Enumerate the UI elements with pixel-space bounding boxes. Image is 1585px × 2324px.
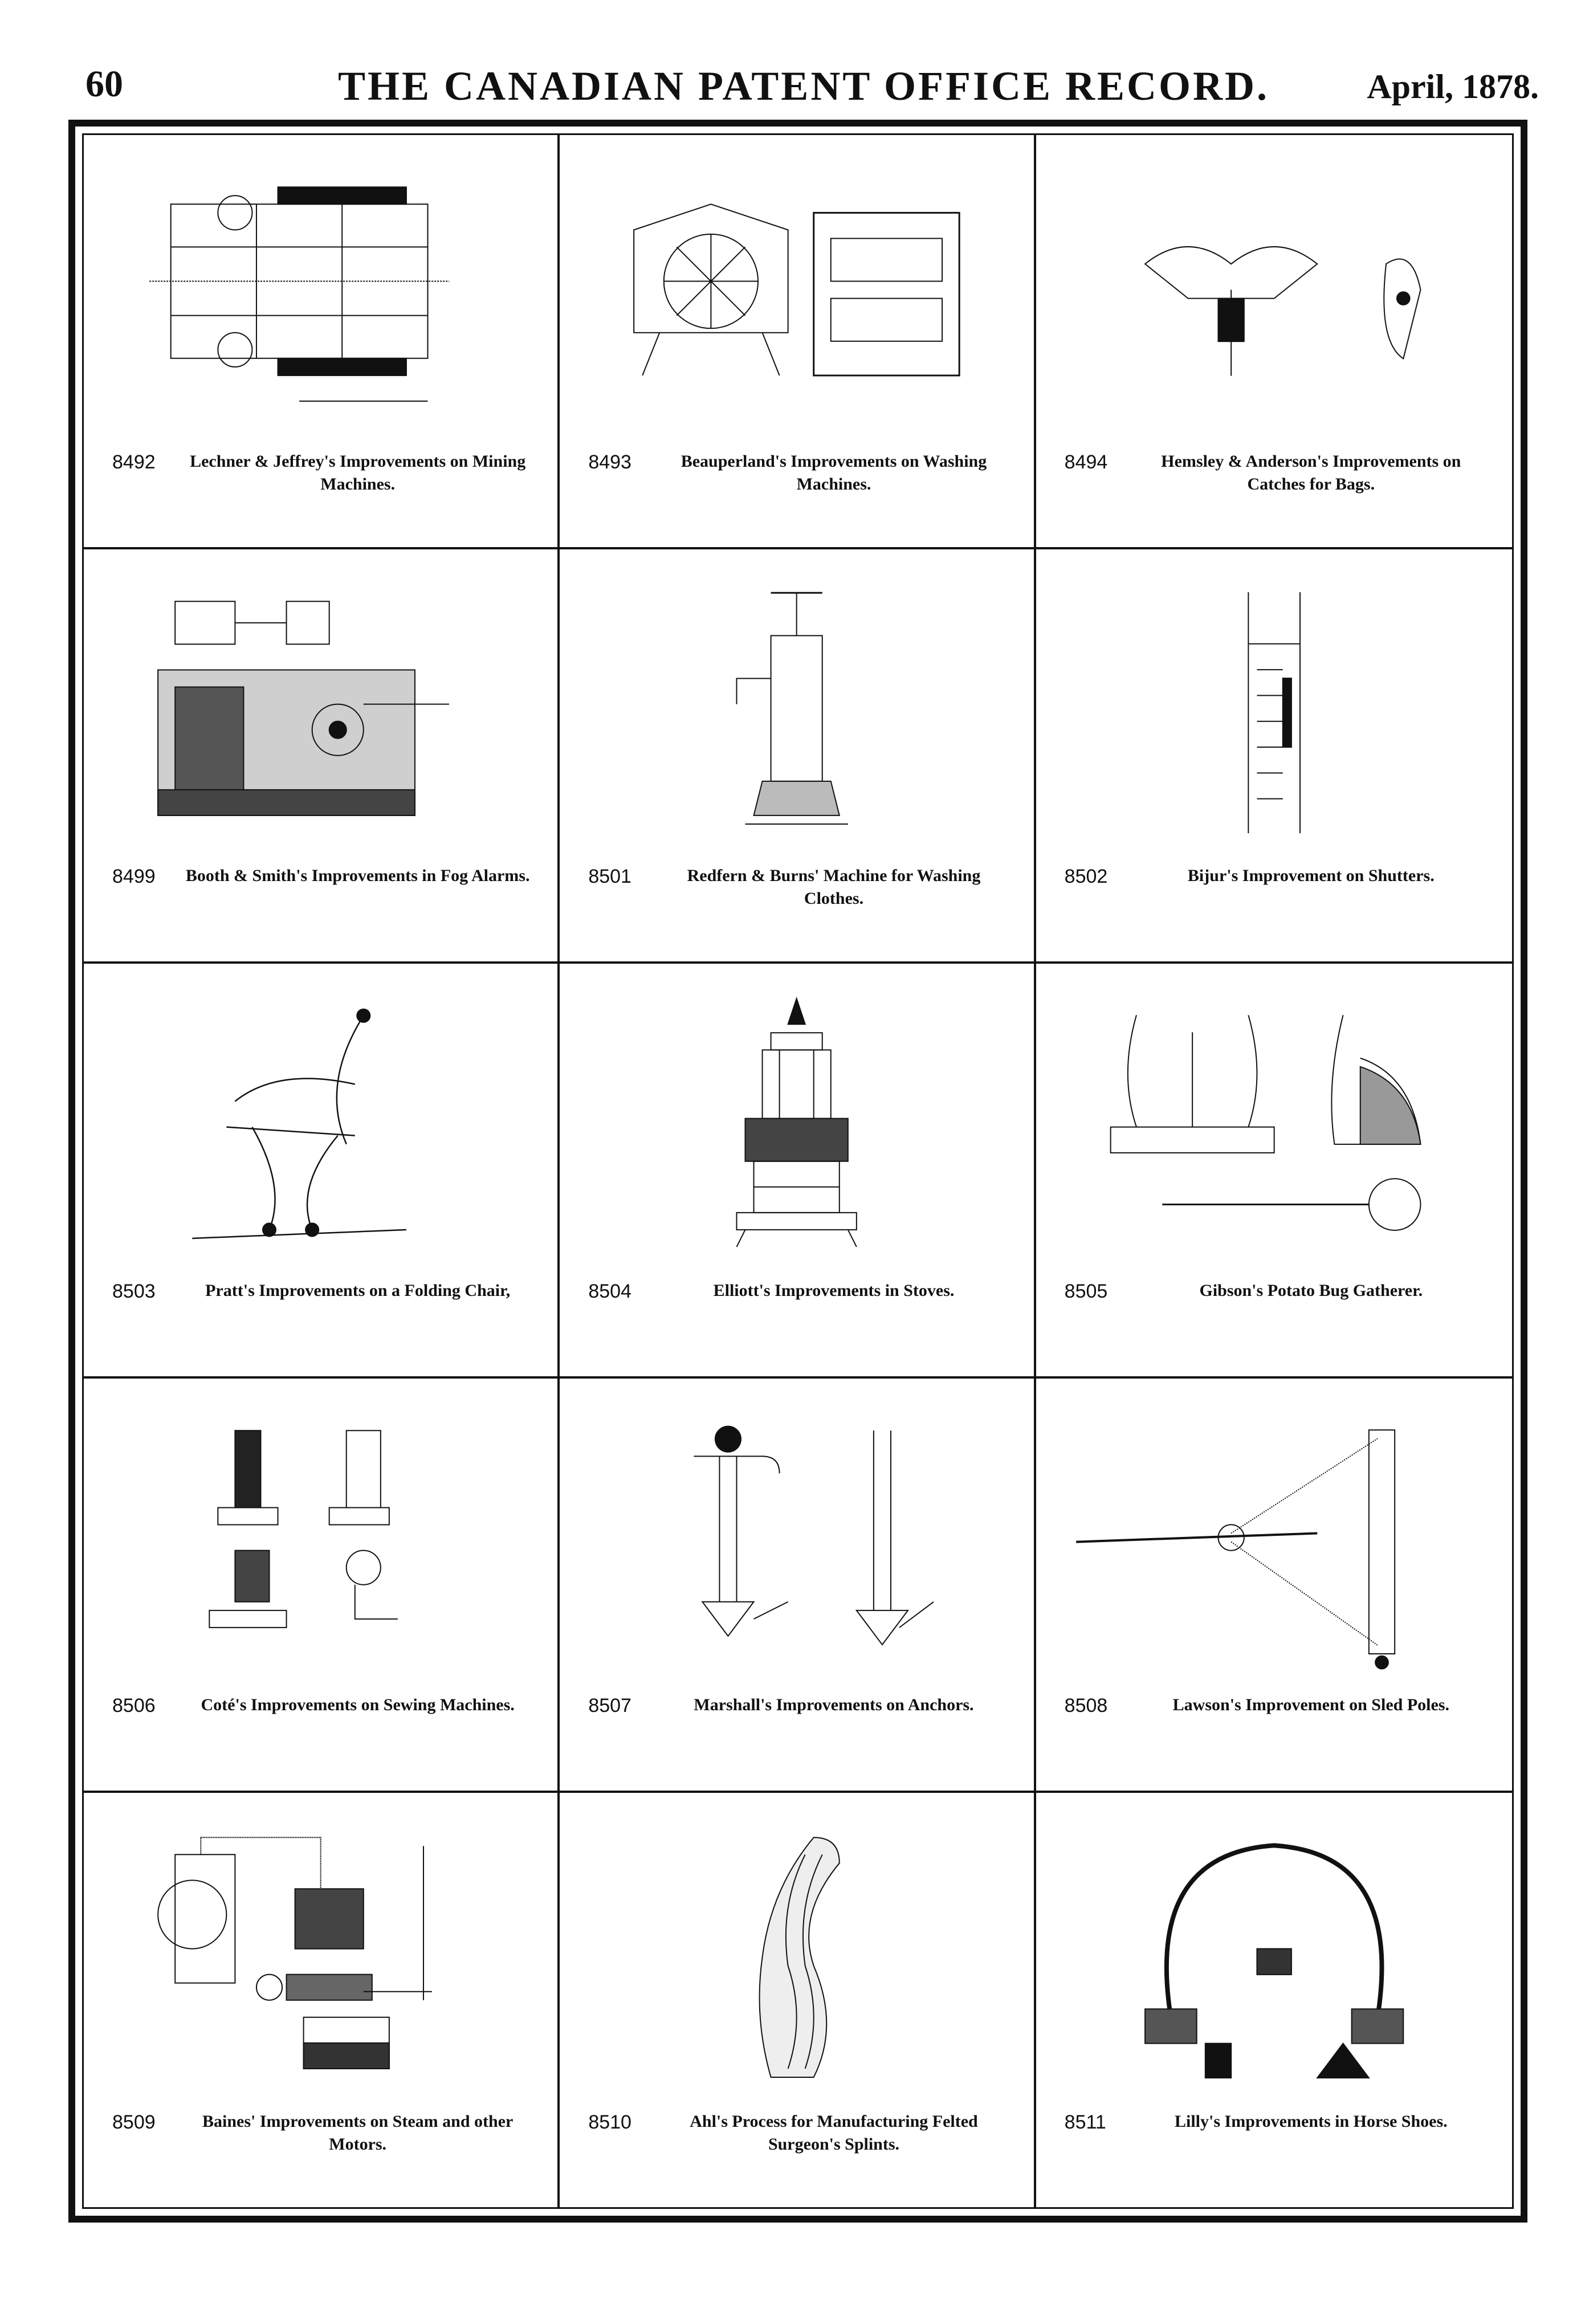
washing-machine-drawing [582,158,1011,439]
patent-caption: 8502 Bijur's Improvement on Shutters. [1065,865,1489,939]
patent-caption: 8510 Ahl's Process for Manufacturing Fel… [588,2110,1011,2184]
patent-cell-8506: 8506 Coté's Improvements on Sewing Machi… [84,1378,560,1793]
stove-drawing [582,986,1011,1267]
patent-number: 8502 [1064,866,1108,888]
felted-splint-drawing [582,1816,1011,2099]
patent-number: 8510 [588,2111,631,2133]
patent-number: 8505 [1064,1280,1108,1302]
patent-caption: 8505 Gibson's Potato Bug Gatherer. [1065,1279,1489,1353]
patent-number: 8504 [588,1280,631,1302]
horse-shoe-drawing [1059,1816,1489,2099]
patent-title: Bijur's Improvement on Shutters. [1187,866,1435,886]
patent-cell-8493: 8493 Beauperland's Improvements on Washi… [560,135,1036,550]
patent-title: Marshall's Improvements on Anchors. [694,1695,974,1714]
bag-catch-drawing [1059,158,1489,439]
fog-alarm-drawing [107,572,535,853]
page-number: 60 [85,63,123,105]
patent-caption: 8493 Beauperland's Improvements on Washi… [588,450,1011,524]
patent-caption: 8506 Coté's Improvements on Sewing Machi… [112,1694,535,1768]
patent-title: Lechner & Jeffrey's Improvements on Mini… [190,452,526,494]
potato-bug-gatherer-drawing [1059,986,1489,1267]
issue-date: April, 1878. [1367,68,1539,105]
patent-title: Gibson's Potato Bug Gatherer. [1199,1281,1423,1300]
patent-cell-8509: 8509 Baines' Improvements on Steam and o… [84,1792,560,2207]
patent-title: Lawson's Improvement on Sled Poles. [1172,1695,1449,1714]
patent-title: Redfern & Burns' Machine for Washing Clo… [687,866,981,908]
sewing-machine-parts-drawing [107,1401,535,1682]
patent-number: 8508 [1064,1694,1108,1717]
clothes-washer-drawing [582,572,1011,853]
patent-number: 8494 [1064,451,1108,474]
patent-title: Coté's Improvements on Sewing Machines. [201,1695,515,1714]
patent-cell-8511: 8511 Lilly's Improvements in Horse Shoes… [1036,1793,1512,2207]
patent-number: 8506 [112,1694,156,1717]
patent-cell-8502: 8502 Bijur's Improvement on Shutters. [1036,549,1512,964]
patent-caption: 8504 Elliott's Improvements in Stoves. [588,1279,1011,1353]
patent-caption: 8503 Pratt's Improvements on a Folding C… [112,1279,535,1353]
patent-title: Pratt's Improvements on a Folding Chair, [205,1281,511,1300]
patent-cell-8504: 8504 Elliott's Improvements in Stoves. [560,964,1036,1379]
patent-caption: 8501 Redfern & Burns' Machine for Washin… [588,865,1011,939]
patent-title: Ahl's Process for Manufacturing Felted S… [690,2112,978,2154]
patent-number: 8507 [588,1694,631,1717]
patent-number: 8511 [1064,2111,1106,2133]
patent-cell-8501: 8501 Redfern & Burns' Machine for Washin… [560,549,1036,964]
patent-number: 8492 [112,451,156,474]
patent-cell-8499: 8499 Booth & Smith's Improvements in Fog… [84,549,560,964]
patent-title: Booth & Smith's Improvements in Fog Alar… [185,866,530,886]
patent-cell-8494: 8494 Hemsley & Anderson's Improvements o… [1036,135,1512,550]
patent-caption: 8508 Lawson's Improvement on Sled Poles. [1065,1694,1489,1768]
patent-caption: 8494 Hemsley & Anderson's Improvements o… [1065,450,1489,524]
patent-cell-8510: 8510 Ahl's Process for Manufacturing Fel… [560,1792,1036,2207]
patent-cell-8508: 8508 Lawson's Improvement on Sled Poles. [1036,1379,1512,1793]
patent-cell-8492: 8492 Lechner & Jeffrey's Improvements on… [84,135,560,550]
patent-cell-8505: 8505 Gibson's Potato Bug Gatherer. [1036,964,1512,1379]
patent-title: Lilly's Improvements in Horse Shoes. [1175,2112,1448,2131]
patent-plate-frame: 8492 Lechner & Jeffrey's Improvements on… [68,120,1527,2223]
patent-cell-8503: 8503 Pratt's Improvements on a Folding C… [84,964,560,1379]
steam-motor-drawing [107,1816,535,2099]
sled-pole-drawing [1059,1401,1489,1682]
journal-title: THE CANADIAN PATENT OFFICE RECORD. [337,63,1270,109]
anchor-drawing [582,1401,1011,1682]
patent-caption: 8511 Lilly's Improvements in Horse Shoes… [1065,2110,1489,2184]
patent-title: Beauperland's Improvements on Washing Ma… [681,452,987,494]
shutter-drawing [1059,572,1489,853]
patent-number: 8503 [112,1280,156,1302]
patent-title: Hemsley & Anderson's Improvements on Cat… [1161,452,1461,494]
patent-number: 8509 [112,2111,156,2133]
folding-chair-drawing [107,986,535,1267]
mining-machine-drawing [107,158,535,439]
patent-grid: 8492 Lechner & Jeffrey's Improvements on… [84,135,1512,2207]
patent-cell-8507: 8507 Marshall's Improvements on Anchors. [560,1378,1036,1793]
patent-caption: 8499 Booth & Smith's Improvements in Fog… [112,865,535,939]
patent-number: 8501 [588,866,631,888]
patent-number: 8499 [112,866,156,888]
page-header: 60 THE CANADIAN PATENT OFFICE RECORD. Ap… [68,57,1539,120]
patent-caption: 8492 Lechner & Jeffrey's Improvements on… [112,450,535,524]
patent-number: 8493 [588,451,631,474]
patent-plate-inner-frame: 8492 Lechner & Jeffrey's Improvements on… [82,133,1514,2209]
patent-title: Elliott's Improvements in Stoves. [713,1281,955,1300]
patent-caption: 8507 Marshall's Improvements on Anchors. [588,1694,1011,1768]
patent-caption: 8509 Baines' Improvements on Steam and o… [112,2110,535,2184]
patent-title: Baines' Improvements on Steam and other … [202,2112,514,2154]
